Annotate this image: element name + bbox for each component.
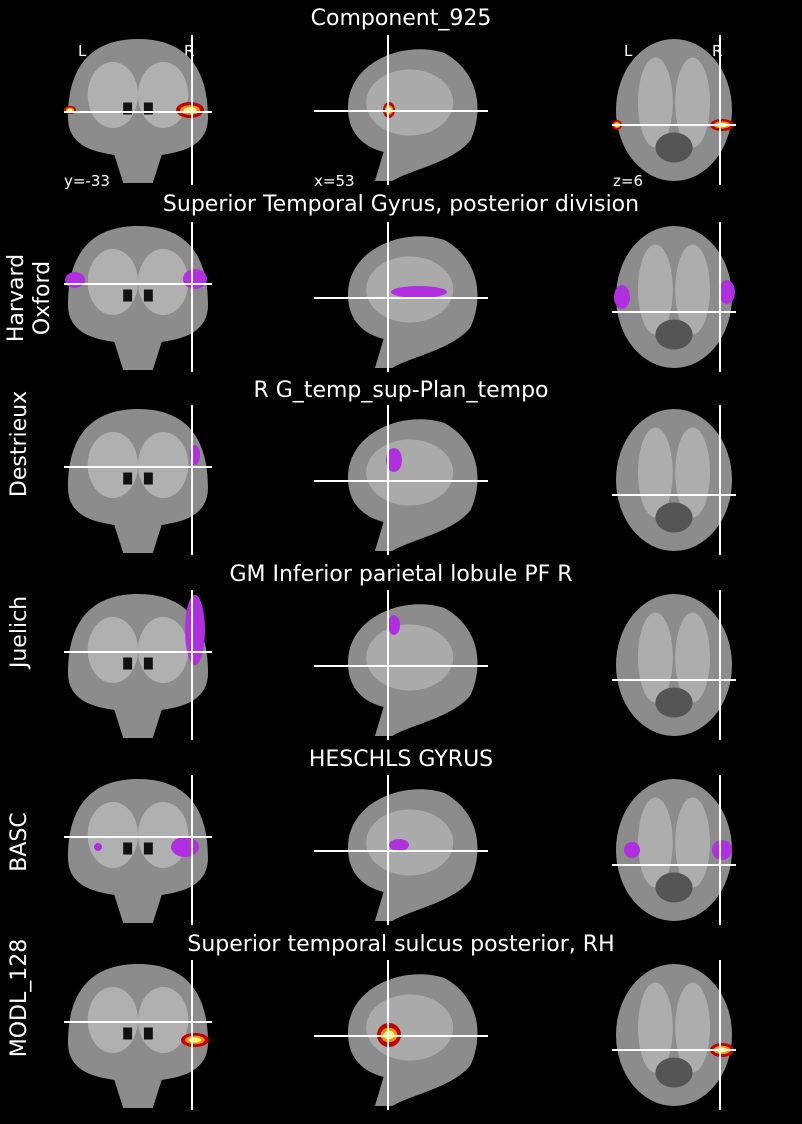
atlas-region-overlay — [719, 280, 735, 304]
atlas-region-overlay — [171, 837, 199, 857]
axial-brain-slice — [616, 39, 732, 181]
atlas-region-overlay — [65, 272, 85, 288]
atlas-label-modl-128: MODL_128 — [7, 938, 32, 1058]
coronal-brain-slice — [68, 779, 208, 923]
coronal-panel-row-4 — [64, 775, 212, 925]
right-marker-axial: R — [712, 42, 723, 60]
right-marker-coronal: R — [184, 42, 195, 60]
coronal-coordinate: y=-33 — [64, 172, 110, 190]
atlas-region-overlay — [185, 595, 205, 665]
atlas-label-basc: BASC — [7, 812, 32, 872]
atlas-region-overlay — [614, 285, 630, 309]
atlas-region-overlay — [388, 615, 400, 635]
atlas-label-juelich: Juelich — [7, 595, 32, 669]
row-4-region-title: HESCHLS GYRUS — [308, 747, 494, 772]
atlas-region-overlay — [386, 448, 402, 472]
coronal-brain-slice — [68, 226, 208, 370]
component-title: Component_925 — [310, 6, 492, 31]
row-1-region-title: Superior Temporal Gyrus, posterior divis… — [162, 192, 640, 217]
sagittal-brain-slice — [347, 974, 478, 1106]
axial-panel-row-4 — [612, 775, 736, 925]
sagittal-panel-row-5 — [314, 960, 488, 1110]
sagittal-brain-slice — [347, 236, 478, 368]
atlas-label-harvard-oxford: Harvard Oxford — [4, 253, 55, 343]
axial-brain-slice — [616, 779, 732, 921]
sagittal-panel-row-4 — [314, 775, 488, 925]
axial-panel-row-2 — [612, 405, 736, 555]
coronal-brain-slice — [68, 964, 208, 1108]
atlas-region-overlay — [94, 843, 102, 851]
row-5-region-title: Superior temporal sulcus posterior, RH — [187, 932, 615, 957]
coronal-panel-row-0 — [64, 35, 212, 185]
axial-brain-slice — [616, 226, 732, 368]
axial-coordinate: z=6 — [613, 172, 643, 190]
sagittal-brain-slice — [347, 49, 478, 182]
row-2-region-title: R G_temp_sup-Plan_tempo — [253, 378, 549, 403]
atlas-region-overlay — [391, 286, 447, 298]
atlas-region-overlay — [624, 842, 640, 858]
atlas-region-overlay — [389, 839, 409, 851]
coronal-brain-slice — [68, 409, 208, 553]
axial-brain-slice — [616, 409, 732, 551]
left-marker-coronal: L — [78, 42, 87, 60]
axial-brain-slice — [616, 964, 732, 1106]
sagittal-brain-slice — [347, 604, 478, 736]
sagittal-brain-slice — [347, 419, 478, 551]
sagittal-brain-slice — [347, 789, 478, 921]
axial-panel-row-0 — [612, 35, 736, 185]
atlas-region-overlay — [183, 269, 207, 289]
sagittal-panel-row-3 — [314, 590, 488, 740]
axial-panel-row-3 — [612, 590, 736, 740]
sagittal-panel-row-2 — [314, 405, 488, 555]
axial-panel-row-5 — [612, 960, 736, 1110]
coronal-panel-row-2 — [64, 405, 212, 555]
coronal-panel-row-5 — [64, 960, 212, 1110]
row-3-region-title: GM Inferior parietal lobule PF R — [229, 562, 573, 587]
sagittal-panel-row-1 — [314, 222, 488, 372]
atlas-label-destrieux: Destrieux — [7, 390, 32, 498]
coronal-panel-row-3 — [64, 590, 212, 740]
atlas-region-overlay — [712, 840, 732, 860]
sagittal-panel-row-0 — [314, 35, 488, 185]
sagittal-coordinate: x=53 — [314, 172, 355, 190]
axial-panel-row-1 — [612, 222, 736, 372]
left-marker-axial: L — [624, 42, 633, 60]
coronal-brain-slice — [68, 594, 208, 738]
axial-brain-slice — [616, 594, 732, 736]
coronal-panel-row-1 — [64, 222, 212, 372]
